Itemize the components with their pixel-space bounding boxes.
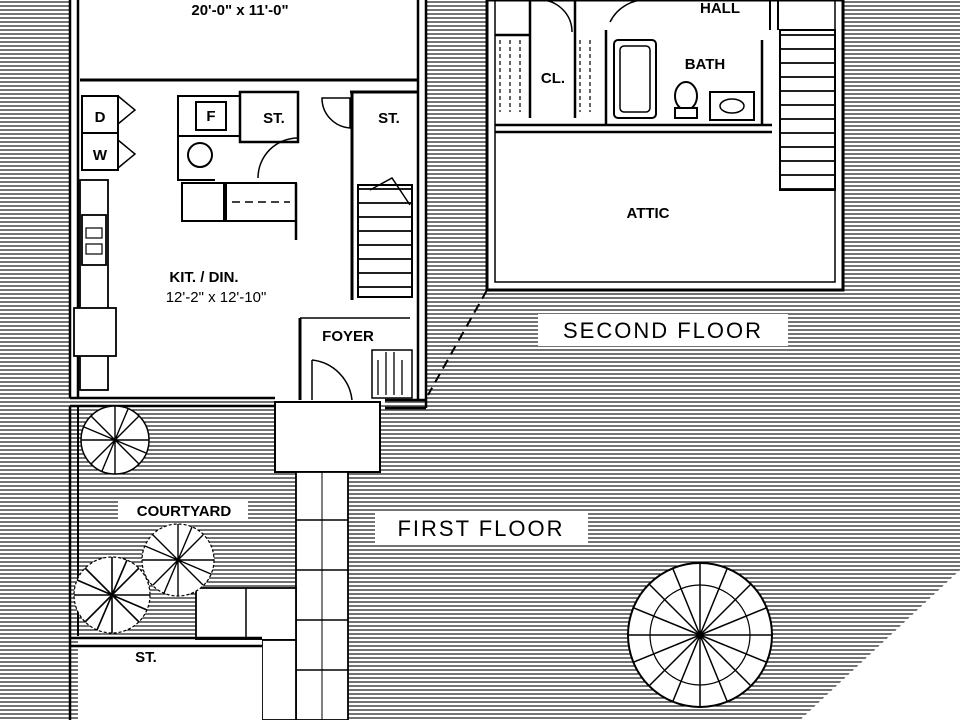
kitchen-name: KIT. / DIN. xyxy=(169,269,238,286)
kitchen-dims: 12'-2" x 12'-10" xyxy=(166,289,267,306)
counter xyxy=(181,182,298,240)
tree-courtyard-middle xyxy=(141,523,215,597)
attic-label: ATTIC xyxy=(626,205,669,222)
walkway xyxy=(195,471,349,721)
stair-storage: ST. xyxy=(321,90,418,300)
storage-bottom-label: ST. xyxy=(135,649,157,666)
upper-stairs xyxy=(779,29,836,191)
washer-label: W xyxy=(93,147,108,164)
site-corner xyxy=(800,570,960,720)
storage-left: ST. xyxy=(238,90,300,179)
foyer: FOYER xyxy=(298,317,413,401)
floor-connector xyxy=(427,289,488,396)
exterior-walls xyxy=(68,0,428,410)
courtyard: COURTYARD xyxy=(68,406,248,720)
tree-yard xyxy=(627,562,773,708)
tree-courtyard-bottom xyxy=(73,556,151,634)
first-floor: 20'-0" x 11'-0" D W F ST. xyxy=(68,0,773,721)
top-room-dims: 20'-0" x 11'-0" xyxy=(191,2,288,19)
second-floor: HALL CL. BATH ATTIC xyxy=(427,0,845,396)
furnace-label: F xyxy=(206,108,215,125)
courtyard-label: COURTYARD xyxy=(137,503,232,520)
closet-label: CL. xyxy=(541,70,565,87)
closet: CL. xyxy=(495,0,591,118)
tree-courtyard-top xyxy=(80,405,150,475)
first-floor-title: FIRST FLOOR xyxy=(397,516,564,541)
hall-label: HALL xyxy=(700,0,740,17)
entry-stoop xyxy=(274,401,381,473)
furnace: F xyxy=(177,95,241,181)
washer-dryer: D W xyxy=(81,95,137,171)
storage-bottom: ST. xyxy=(70,636,262,720)
storage-right-label: ST. xyxy=(378,110,400,127)
foyer-label: FOYER xyxy=(322,328,374,345)
second-floor-title: SECOND FLOOR xyxy=(563,318,763,343)
kitchen-cabinets xyxy=(73,179,117,391)
storage-left-label: ST. xyxy=(263,110,285,127)
bath: BATH xyxy=(604,30,764,125)
dryer-label: D xyxy=(95,109,106,126)
bath-label: BATH xyxy=(685,56,726,73)
